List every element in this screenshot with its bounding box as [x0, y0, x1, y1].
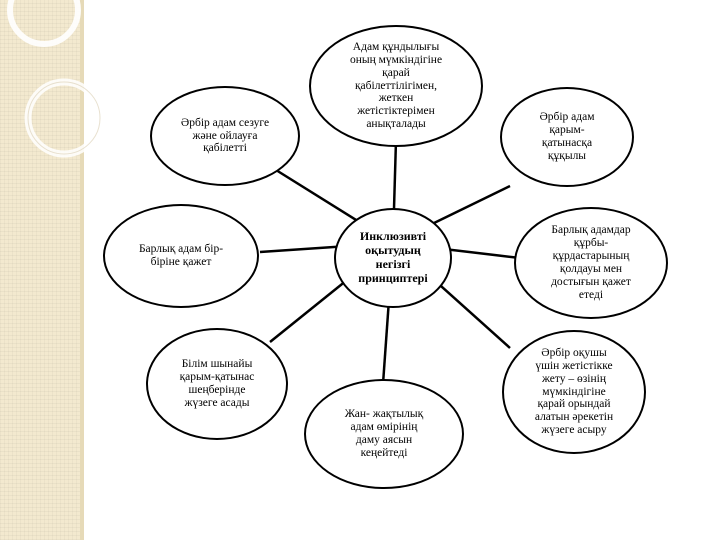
- decorative-band-edge: [80, 0, 84, 540]
- center-node-inclusive-principles: Инклюзивті оқытудың негізгі принциптері: [334, 208, 452, 308]
- node-value-of-person: Адам құндылығы оның мүмкіндігіне қарай қ…: [309, 25, 483, 147]
- node-right-to-communicate: Әрбір адам қарым- қатынасқа құқылы: [500, 87, 634, 187]
- node-student-achievement: Әрбір оқушы үшін жетістікке жету – өзіні…: [502, 330, 646, 454]
- node-versatility: Жан- жақтылық адам өмірінің даму аясын к…: [304, 379, 464, 489]
- node-peer-support: Барлық адамдар құрбы- құрдастарының қолд…: [514, 207, 668, 319]
- node-knowledge-in-communication: Білім шынайы қарым-қатынас шеңберінде жү…: [146, 328, 288, 440]
- decorative-rings: [7, 0, 104, 158]
- node-feel-and-think: Әрбір адам сезуге және ойлауға қабілетті: [150, 86, 300, 186]
- node-everyone-needs-each-other: Барлық адам бір- біріне қажет: [103, 204, 259, 308]
